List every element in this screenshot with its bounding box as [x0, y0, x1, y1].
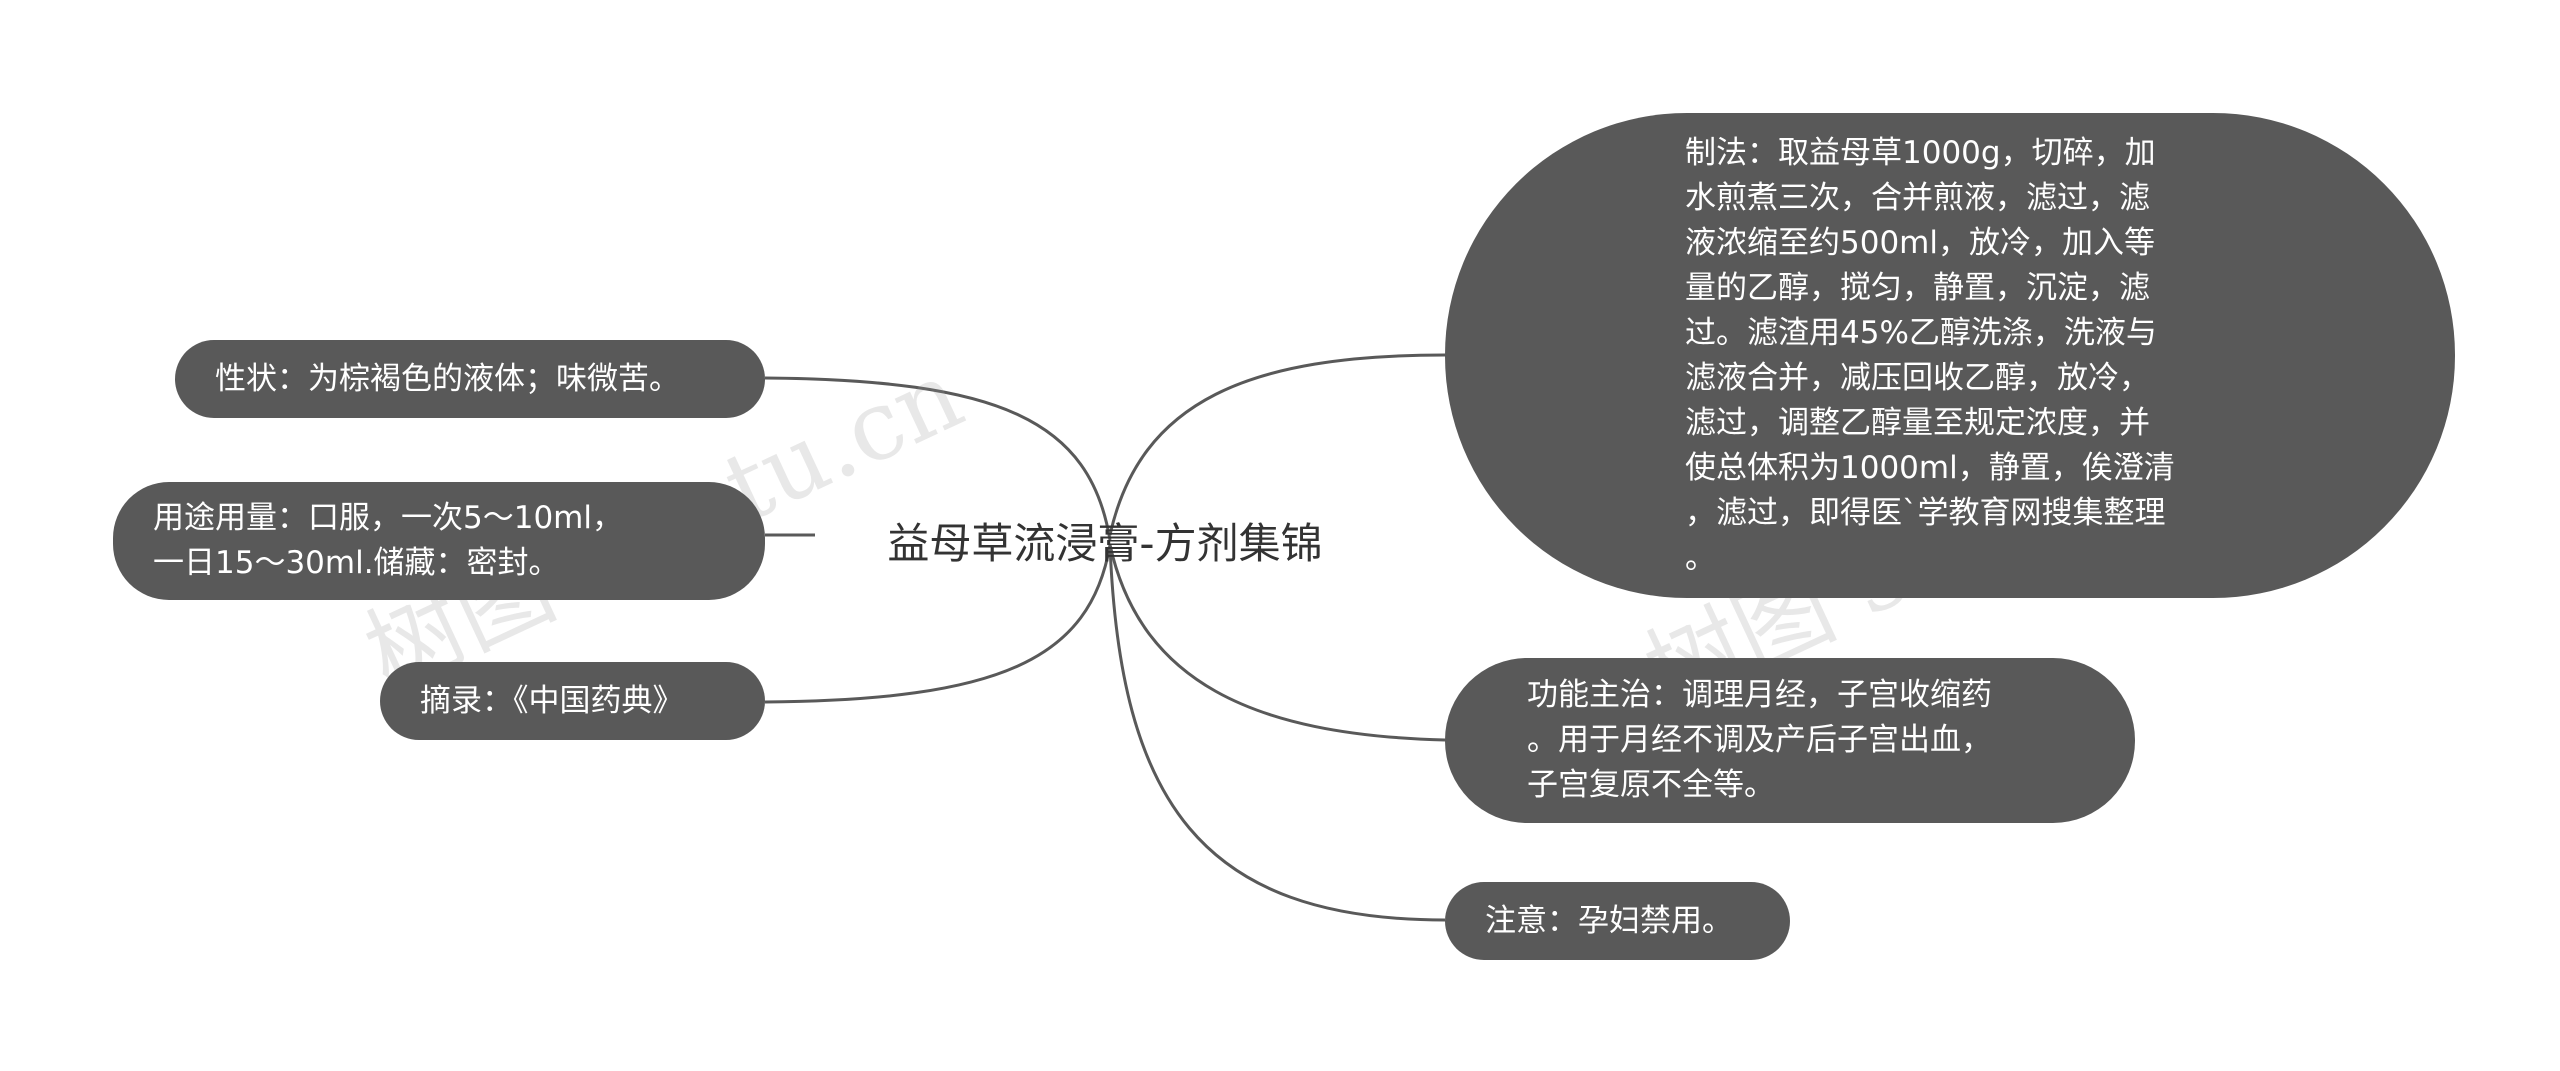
node-usage-dosage-label: 用途用量：口服，一次5～10ml， 一日15～30ml.储藏：密封。	[153, 500, 623, 581]
connector-left-1	[764, 376, 1112, 541]
node-properties[interactable]: 性状：为棕褐色的液体；味微苦。	[175, 340, 765, 418]
node-preparation[interactable]: 制法：取益母草1000g，切碎，加 水煎煮三次，合并煎液，滤过，滤 液浓缩至约5…	[1445, 113, 2455, 598]
node-usage-dosage[interactable]: 用途用量：口服，一次5～10ml， 一日15～30ml.储藏：密封。	[113, 482, 765, 600]
node-properties-label: 性状：为棕褐色的液体；味微苦。	[215, 360, 680, 397]
connector-left-3	[764, 544, 1112, 704]
connector-right-3	[1108, 544, 1446, 922]
node-functions-indications[interactable]: 功能主治：调理月经，子宫收缩药 。用于月经不调及产后子宫出血， 子宫复原不全等。	[1445, 658, 2135, 823]
node-preparation-label: 制法：取益母草1000g，切碎，加 水煎煮三次，合并煎液，滤过，滤 液浓缩至约5…	[1685, 134, 2175, 576]
node-functions-indications-label: 功能主治：调理月经，子宫收缩药 。用于月经不调及产后子宫出血， 子宫复原不全等。	[1527, 677, 1992, 803]
node-source-label: 摘录：《中国药典》	[420, 682, 684, 719]
node-caution-label: 注意：孕妇禁用。	[1485, 902, 1733, 939]
node-caution[interactable]: 注意：孕妇禁用。	[1445, 882, 1790, 960]
central-topic[interactable]: 益母草流浸膏-方剂集锦	[887, 518, 1323, 568]
connector-right-2	[1108, 544, 1446, 742]
node-source[interactable]: 摘录：《中国药典》	[380, 662, 765, 740]
connector-right-1	[1108, 353, 1446, 536]
